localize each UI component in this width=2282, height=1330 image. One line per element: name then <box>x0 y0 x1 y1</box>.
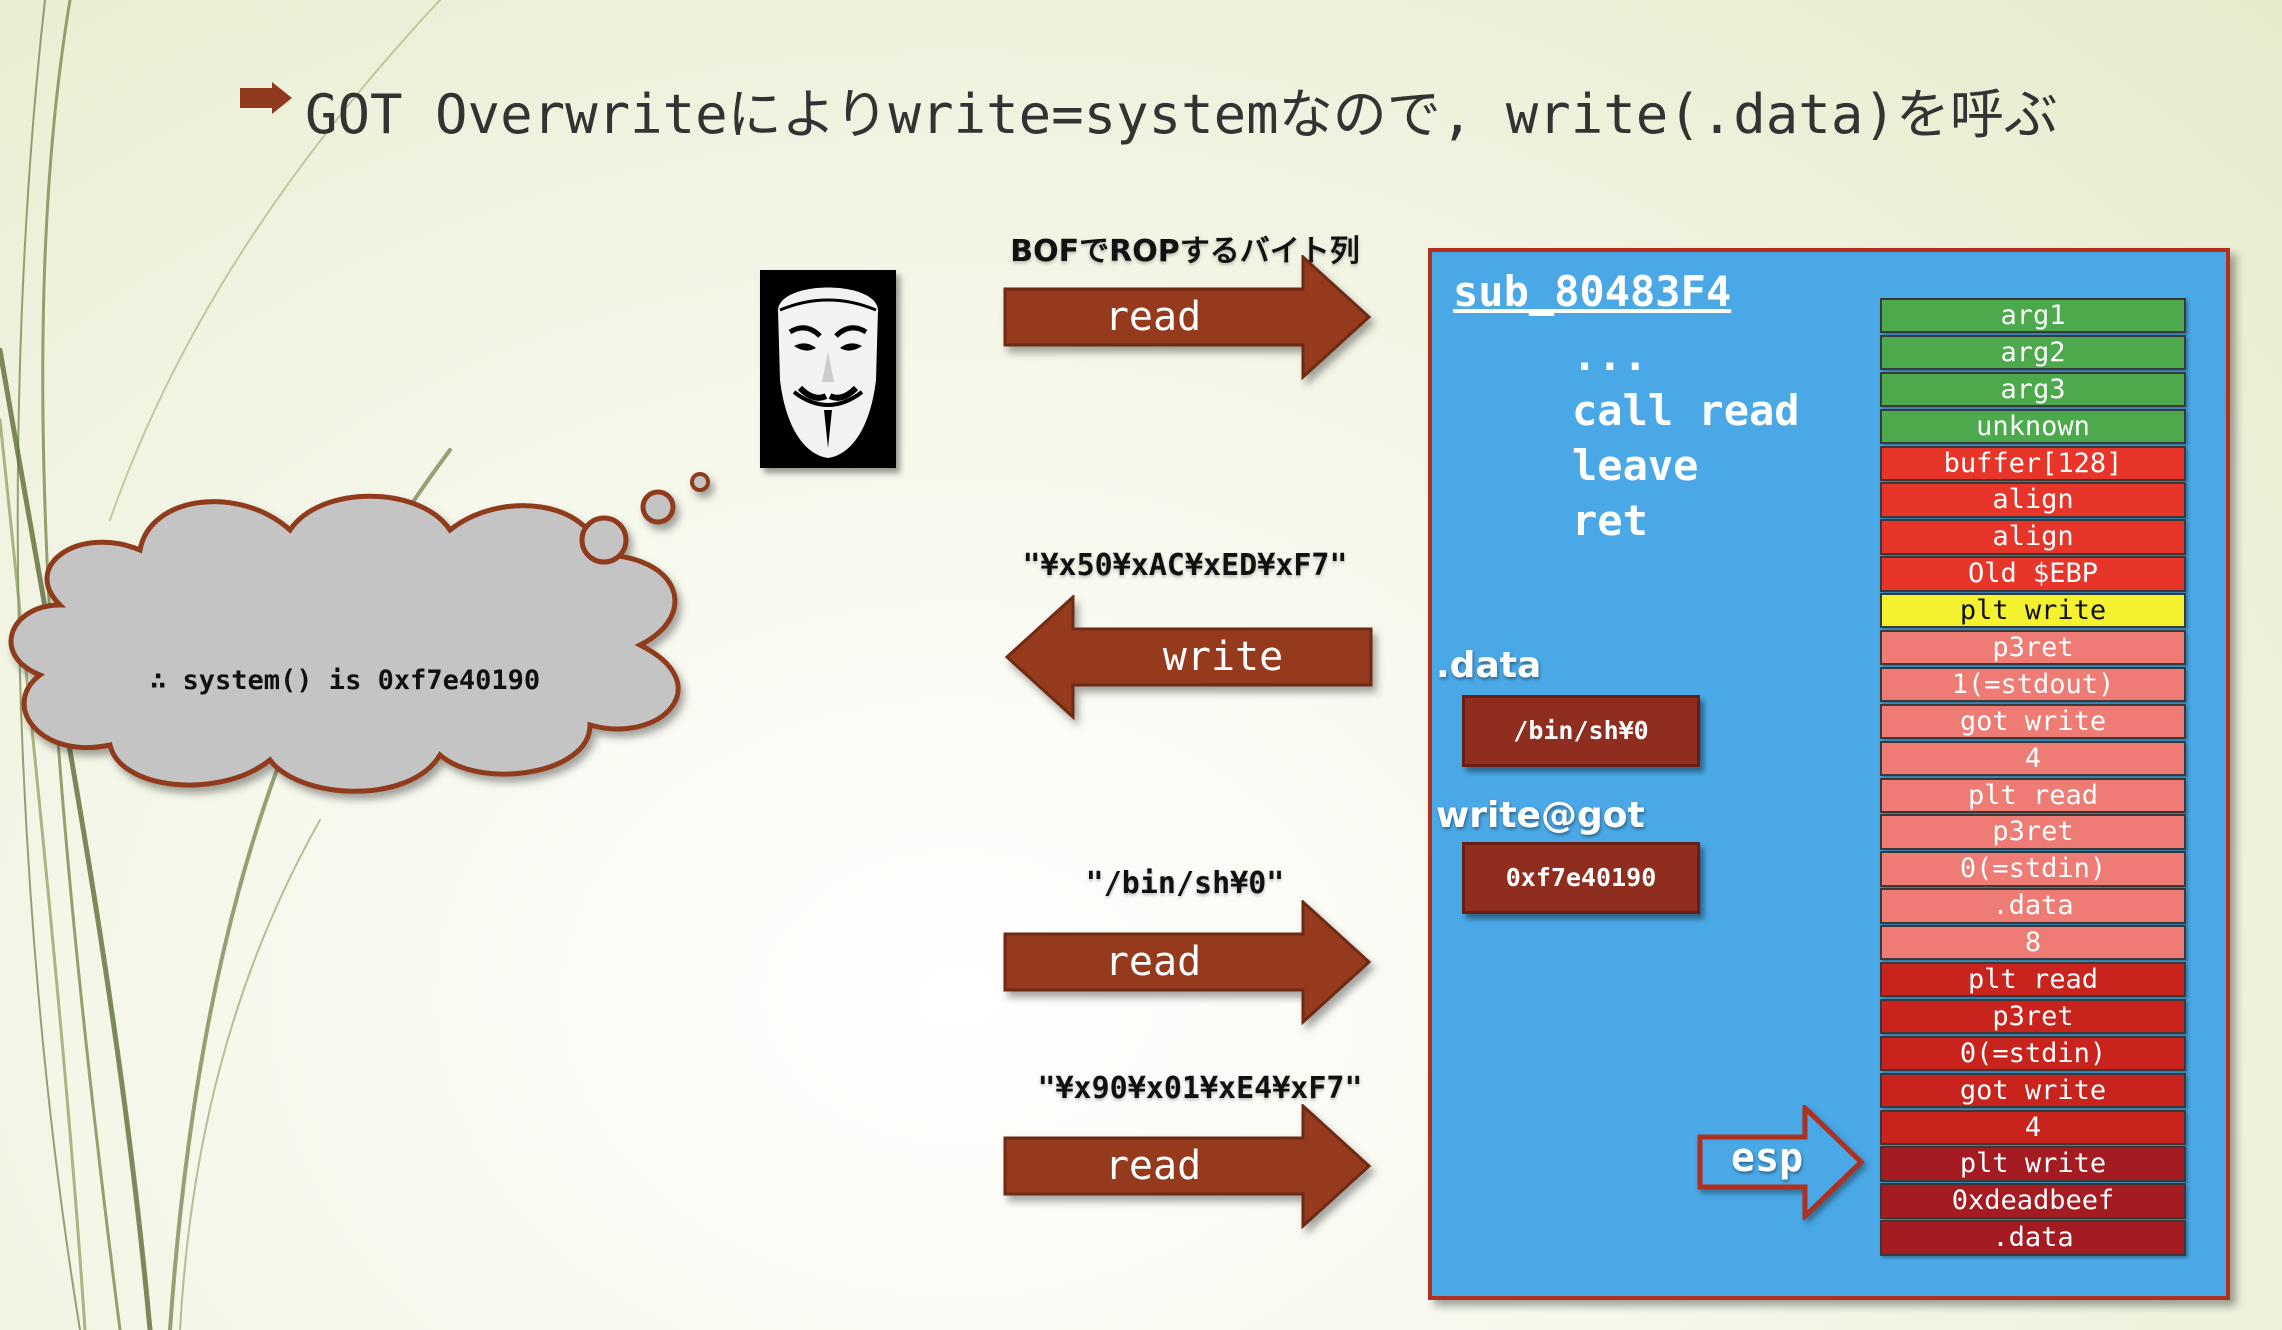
slide-title: GOT Overwriteによりwrite=systemなので, write(.… <box>305 83 2058 146</box>
stack-cell: p3ret <box>1880 630 2186 666</box>
read-arrow-1-label: read <box>1104 294 1202 340</box>
stack-cell: 0xdeadbeef <box>1880 1183 2186 1219</box>
stack-cell: align <box>1880 482 2186 518</box>
read-arrow-1: read <box>1003 253 1373 384</box>
binsh-bytes-label: "/bin/sh¥0" <box>1085 866 1285 901</box>
stack-cell: arg2 <box>1880 334 2186 371</box>
stack-cell: plt read <box>1880 777 2186 813</box>
stack-cell: buffer[128] <box>1880 445 2186 481</box>
esp-label: esp <box>1730 1135 1804 1181</box>
code-line: ret <box>1572 496 1648 545</box>
leak-bytes-label: "¥x50¥xAC¥xED¥xF7" <box>1022 548 1348 583</box>
stack-cell: arg1 <box>1880 298 2186 334</box>
thought-cloud <box>8 472 710 794</box>
stack-cell: arg3 <box>1880 371 2186 408</box>
data-section-label: .data <box>1436 645 1542 686</box>
stack-cell: p3ret <box>1880 998 2186 1035</box>
stack-cell: plt write <box>1880 593 2186 629</box>
write-arrow-label: write <box>1162 634 1284 680</box>
stack-cell: plt read <box>1880 962 2186 998</box>
write-arrow: write <box>1003 593 1373 724</box>
stack-cell: .data <box>1880 1220 2186 1256</box>
bof-label: BOFでROPするバイト列 <box>1010 234 1360 269</box>
stack-cell: got write <box>1880 703 2186 740</box>
code-line: call read <box>1572 386 1800 435</box>
stack-cell: align <box>1880 519 2186 555</box>
code-line: leave <box>1572 441 1699 490</box>
system-addr-bytes-label: "¥x90¥x01¥xE4¥xF7" <box>1037 1071 1363 1106</box>
stack-cell: got write <box>1880 1072 2186 1108</box>
cloud-text: ∴ system() is 0xf7e40190 <box>150 665 541 696</box>
code-listing: ... call read leave ret <box>1572 328 1800 548</box>
stack-cell: 0(=stdin) <box>1880 1035 2186 1072</box>
stack-cell: unknown <box>1880 408 2186 444</box>
read-arrow-3: read <box>1003 1102 1373 1233</box>
stack-cell: p3ret <box>1880 814 2186 850</box>
guy-fawkes-mask-icon <box>760 270 896 468</box>
stack-cell: 0(=stdin) <box>1880 851 2186 887</box>
stack-cell: 8 <box>1880 925 2186 961</box>
stack-cell: plt write <box>1880 1146 2186 1182</box>
function-name: sub_80483F4 <box>1453 267 1732 316</box>
arrow-bullet-icon <box>240 82 292 114</box>
read-arrow-3-label: read <box>1104 1143 1202 1189</box>
read-arrow-2-label: read <box>1104 939 1202 985</box>
stack-cell: Old $EBP <box>1880 556 2186 592</box>
got-section-value: 0xf7e40190 <box>1462 842 1700 914</box>
read-arrow-2: read <box>1003 898 1373 1029</box>
stack-cell: 1(=stdout) <box>1880 666 2186 703</box>
code-line: ... <box>1572 331 1648 380</box>
stack-cell: 4 <box>1880 740 2186 776</box>
data-section-value: /bin/sh¥0 <box>1462 695 1700 767</box>
got-section-label: write@got <box>1436 795 1645 836</box>
stack-cell: 4 <box>1880 1109 2186 1145</box>
stack-cell: .data <box>1880 888 2186 924</box>
esp-pointer-arrow: esp <box>1697 1102 1867 1224</box>
